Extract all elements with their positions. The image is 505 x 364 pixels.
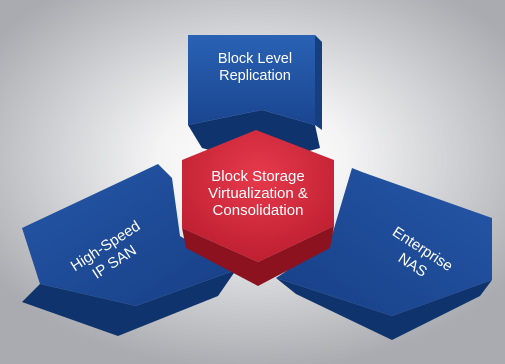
- segment-center: Block Storage Virtualization & Consolida…: [182, 130, 334, 286]
- segment-right-side: [276, 278, 492, 340]
- segment-center-face: [182, 130, 334, 262]
- segment-left-face: [22, 164, 236, 306]
- segment-top-face: [188, 35, 315, 125]
- segment-left-side: [22, 270, 236, 336]
- segment-right-face: [276, 168, 492, 316]
- segment-center-label-line2: Virtualization &: [208, 185, 308, 202]
- segment-center-label-line3: Consolidation: [213, 202, 304, 219]
- segment-center-label-line1: Block Storage: [211, 168, 304, 185]
- segment-left: High-Speed IP SAN: [22, 164, 236, 336]
- segment-top-label-line2: Replication: [219, 68, 291, 84]
- segment-center-side: [182, 226, 334, 286]
- segment-right: Enterprise NAS: [276, 168, 492, 340]
- segment-top-label-line1: Block Level: [218, 51, 292, 67]
- segment-top-rightside: [315, 35, 322, 130]
